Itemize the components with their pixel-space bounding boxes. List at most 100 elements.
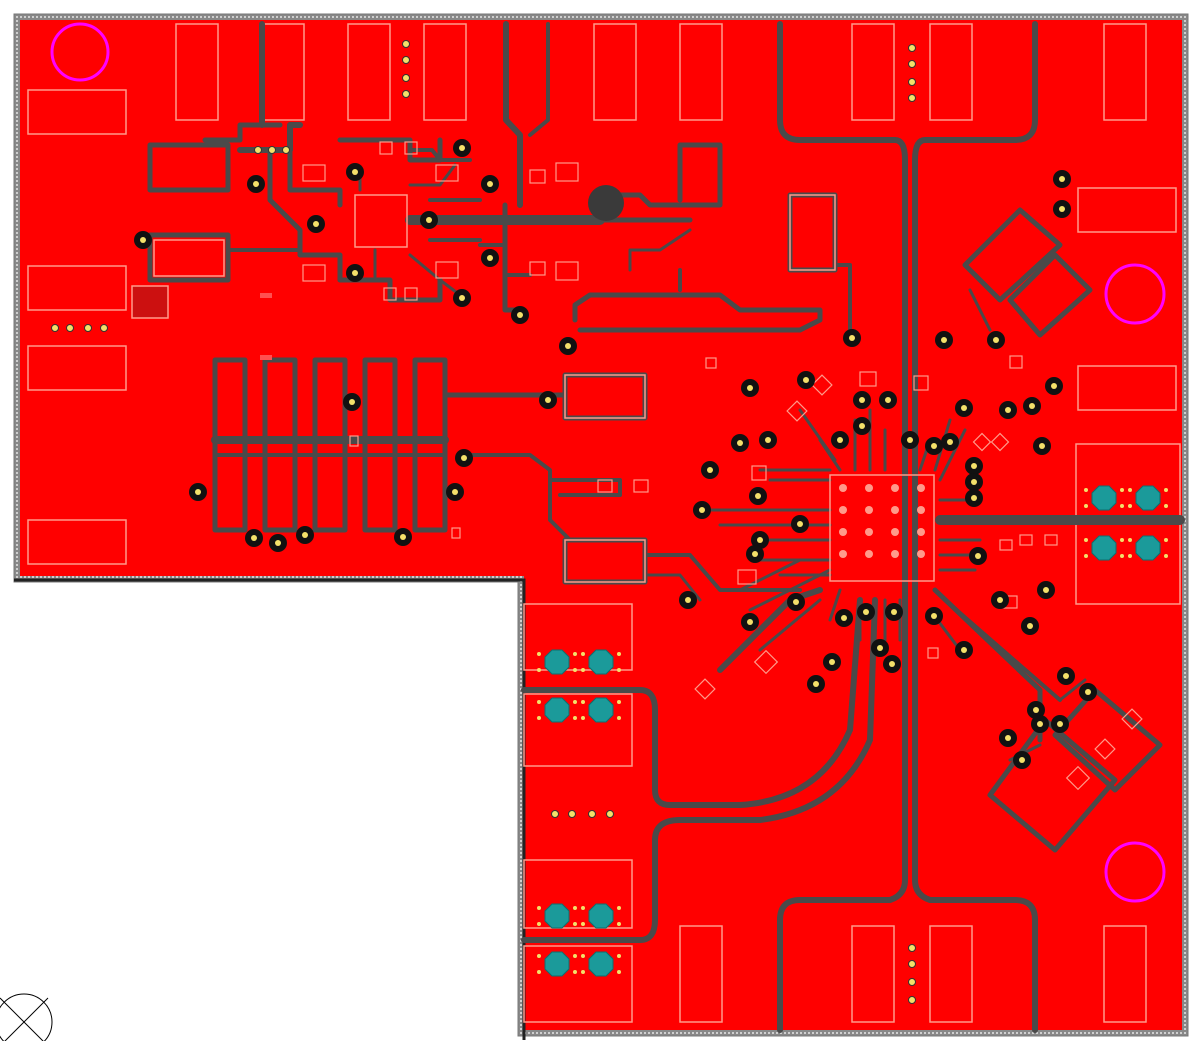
- rf-pad-stitch: [581, 906, 585, 910]
- via-drill: [352, 270, 358, 276]
- via-drill: [1019, 757, 1025, 763]
- rf-pad-stitch: [537, 652, 541, 656]
- stitch-via: [606, 810, 614, 818]
- rf-pad-stitch: [537, 668, 541, 672]
- thermal-via: [865, 484, 873, 492]
- lower-connector-pads: [523, 603, 633, 1023]
- ic-packages: [131, 194, 935, 583]
- stitch-via: [66, 324, 74, 332]
- rf-pad-stitch: [581, 954, 585, 958]
- thermal-via: [917, 484, 925, 492]
- thermal-via: [865, 506, 873, 514]
- rf-switch-footprint: [588, 185, 624, 221]
- stitch-via: [908, 44, 916, 52]
- via-drill: [947, 439, 953, 445]
- rf-pad-stitch: [617, 922, 621, 926]
- rf-pad-stitch: [573, 970, 577, 974]
- stitch-via: [402, 56, 410, 64]
- via-drill: [459, 295, 465, 301]
- via-drill: [889, 661, 895, 667]
- rf-pad: [1091, 535, 1117, 561]
- rf-pad-stitch: [1164, 538, 1168, 542]
- thermal-via: [917, 506, 925, 514]
- via-drill: [302, 532, 308, 538]
- via-drill: [140, 237, 146, 243]
- via-drill: [837, 437, 843, 443]
- via-drill: [1029, 403, 1035, 409]
- via-drill: [752, 551, 758, 557]
- rf-pad-stitch: [1128, 488, 1132, 492]
- via-drill: [863, 609, 869, 615]
- rf-pad-stitch: [573, 716, 577, 720]
- via-drill: [1059, 176, 1065, 182]
- rf-pad-stitch: [1120, 504, 1124, 508]
- rf-pad-stitch: [537, 954, 541, 958]
- rf-pad-stitch: [573, 700, 577, 704]
- stitch-via: [908, 960, 916, 968]
- via-drill: [993, 337, 999, 343]
- via-drill: [975, 553, 981, 559]
- via-drill: [755, 493, 761, 499]
- thermal-via: [839, 484, 847, 492]
- rf-pad-stitch: [617, 700, 621, 704]
- rf-pad: [544, 903, 570, 929]
- vias: [134, 139, 1097, 769]
- mounting-hole-top-left: [50, 22, 110, 82]
- via-drill: [907, 437, 913, 443]
- via-drill: [765, 437, 771, 443]
- stitch-via: [908, 978, 916, 986]
- rf-pad-stitch: [573, 906, 577, 910]
- via-drill: [1037, 721, 1043, 727]
- rf-pad-stitch: [581, 652, 585, 656]
- rf-pad-stitch: [537, 922, 541, 926]
- via-drill: [685, 597, 691, 603]
- rf-pad-stitch: [1084, 554, 1088, 558]
- copper-pour: [20, 20, 1182, 1030]
- via-drill: [941, 337, 947, 343]
- rf-pad-stitch: [617, 954, 621, 958]
- via-drill: [349, 399, 355, 405]
- thermal-via: [891, 506, 899, 514]
- rf-pad: [1091, 485, 1117, 511]
- via-drill: [961, 647, 967, 653]
- thermal-via: [891, 528, 899, 536]
- rf-pad-stitch: [537, 906, 541, 910]
- mounting-hole-bottom-right: [1104, 841, 1166, 903]
- rf-pad-stitch: [573, 668, 577, 672]
- stitch-via: [402, 90, 410, 98]
- via-drill: [459, 145, 465, 151]
- stitch-via: [908, 78, 916, 86]
- stitch-via: [908, 944, 916, 952]
- via-drill: [859, 397, 865, 403]
- via-drill: [313, 221, 319, 227]
- via-drill: [891, 609, 897, 615]
- bottom-edge-pads: [679, 925, 1147, 1023]
- via-drill: [400, 534, 406, 540]
- thermal-via: [865, 550, 873, 558]
- rf-pad-stitch: [617, 716, 621, 720]
- rf-pad-stitch: [1120, 538, 1124, 542]
- rf-pad-stitch: [1164, 488, 1168, 492]
- via-drill: [997, 597, 1003, 603]
- via-drill: [877, 645, 883, 651]
- rf-pad-stitch: [537, 716, 541, 720]
- rf-pad-stitch: [573, 954, 577, 958]
- rf-pad-stitch: [617, 970, 621, 974]
- stitch-via: [908, 60, 916, 68]
- via-drill: [517, 312, 523, 318]
- via-drill: [931, 443, 937, 449]
- rf-pad: [588, 903, 614, 929]
- thermal-via: [839, 506, 847, 514]
- thermal-via: [917, 528, 925, 536]
- stitch-via: [568, 810, 576, 818]
- board-edge-line: [14, 578, 526, 1040]
- rf-pad-stitch: [581, 970, 585, 974]
- rf-pad-stitch: [581, 668, 585, 672]
- stitch-via: [402, 40, 410, 48]
- via-drill: [797, 521, 803, 527]
- via-drill: [1033, 707, 1039, 713]
- via-drill: [545, 397, 551, 403]
- left-edge-pads: [27, 89, 127, 565]
- via-drill: [1039, 443, 1045, 449]
